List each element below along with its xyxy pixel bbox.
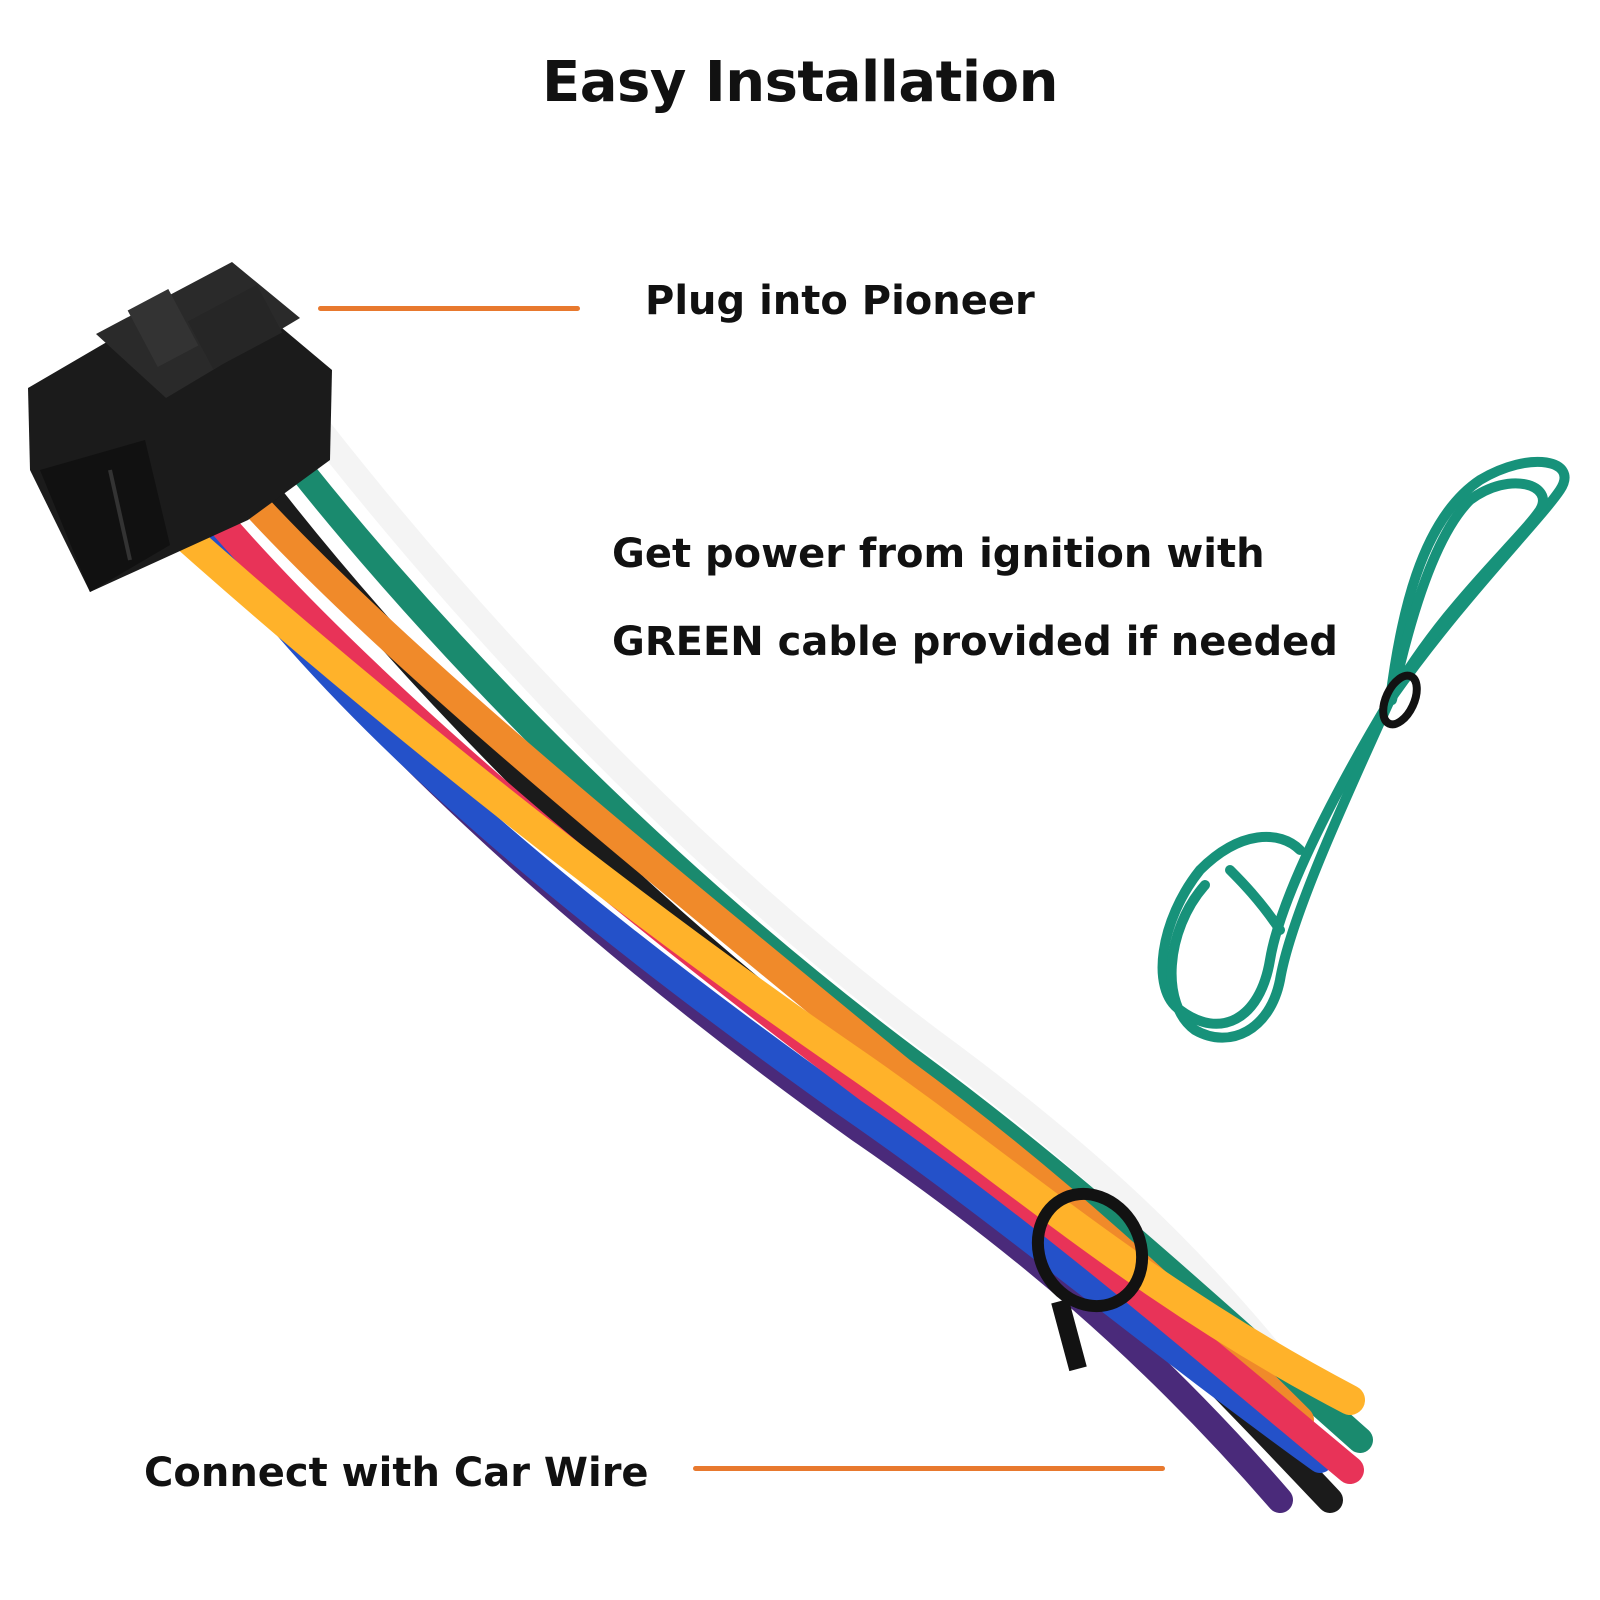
page-title: Easy Installation bbox=[542, 50, 1058, 115]
callout-plug-into-pioneer: Plug into Pioneer bbox=[645, 278, 1035, 324]
green-spare-cable bbox=[1157, 456, 1570, 1043]
leader-line-plug bbox=[318, 306, 580, 311]
callout-green-cable-line2: GREEN cable provided if needed bbox=[612, 619, 1338, 665]
cable-tie bbox=[1031, 1187, 1149, 1372]
callout-connect-car-wire: Connect with Car Wire bbox=[144, 1450, 649, 1496]
callout-green-cable-line1: Get power from ignition with bbox=[612, 531, 1265, 577]
pioneer-connector bbox=[28, 262, 332, 592]
green-cable-tie bbox=[1379, 671, 1421, 729]
wire-white bbox=[287, 392, 1313, 1403]
leader-line-car-wire bbox=[693, 1466, 1165, 1471]
wire-bundle bbox=[130, 392, 1373, 1513]
callout-green-cable: Get power from ignition with GREEN cable… bbox=[612, 510, 1338, 686]
wire-yellow bbox=[130, 485, 1365, 1415]
